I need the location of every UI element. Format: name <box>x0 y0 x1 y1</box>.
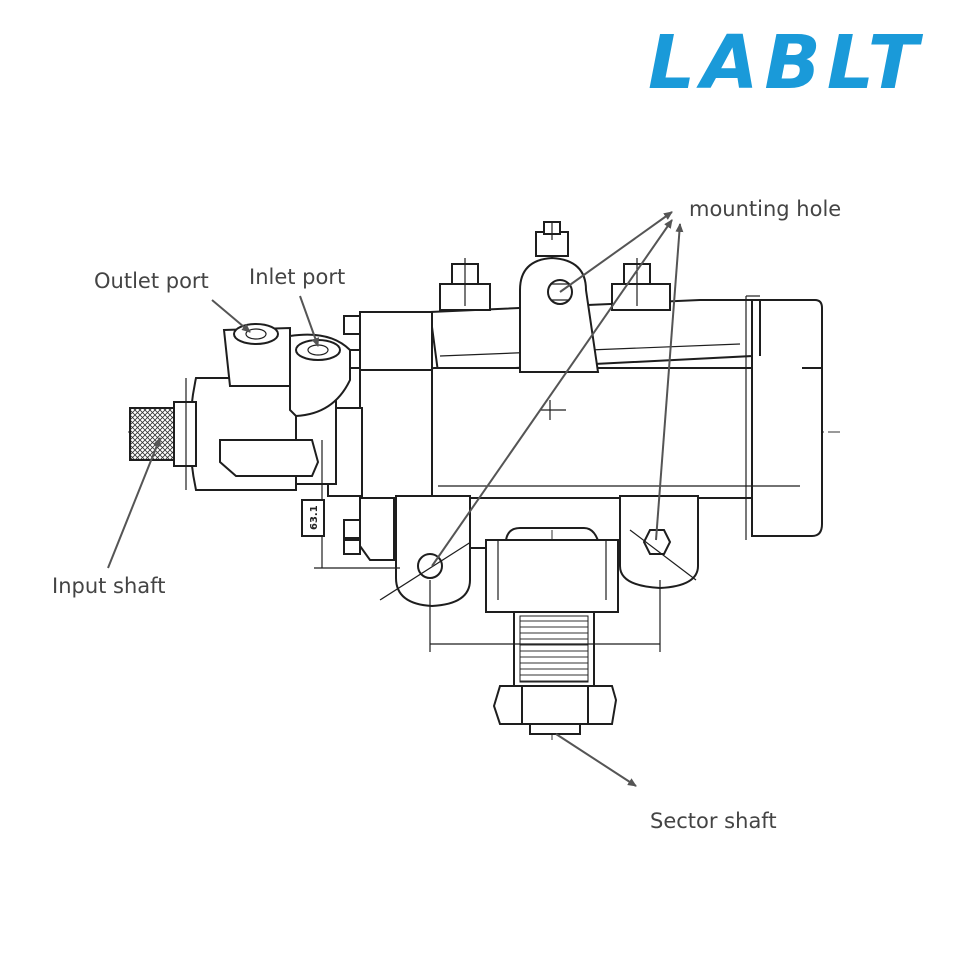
mounting-hole-label: mounting hole <box>689 197 841 221</box>
top-bolt-left <box>439 258 491 311</box>
bottom-lug-right <box>619 495 699 590</box>
mounting-hole-pointer-top <box>559 211 673 293</box>
top-mounting-lug <box>519 221 600 373</box>
brand-logo: LABLT <box>648 20 924 106</box>
sector-shaft-part <box>492 611 618 735</box>
sector-shaft-label: Sector shaft <box>650 809 777 833</box>
valve-flange <box>327 311 433 561</box>
mounting-hole-pointer-right <box>655 223 684 541</box>
outlet-port-label: Outlet port <box>94 269 209 293</box>
dimension-value: 63.1 <box>309 505 320 530</box>
sector-housing <box>469 497 621 613</box>
outlet-port-pointer <box>211 299 251 333</box>
outlet-port-part <box>222 323 291 387</box>
inlet-port-pointer <box>299 295 320 347</box>
callout-pointers <box>107 211 684 787</box>
input-shaft-label: Input shaft <box>52 574 165 598</box>
inlet-port-part <box>289 333 351 418</box>
dimension-lines <box>301 295 760 652</box>
bottom-lug-left <box>379 495 475 608</box>
steering-gear-drawing: 63.1 <box>128 221 840 740</box>
inlet-port-label: Inlet port <box>249 265 345 289</box>
input-shaft-pointer <box>107 437 161 569</box>
mounting-hole-pointer-left <box>431 219 673 567</box>
top-bolt-right <box>611 258 671 311</box>
sector-shaft-pointer <box>555 733 637 787</box>
